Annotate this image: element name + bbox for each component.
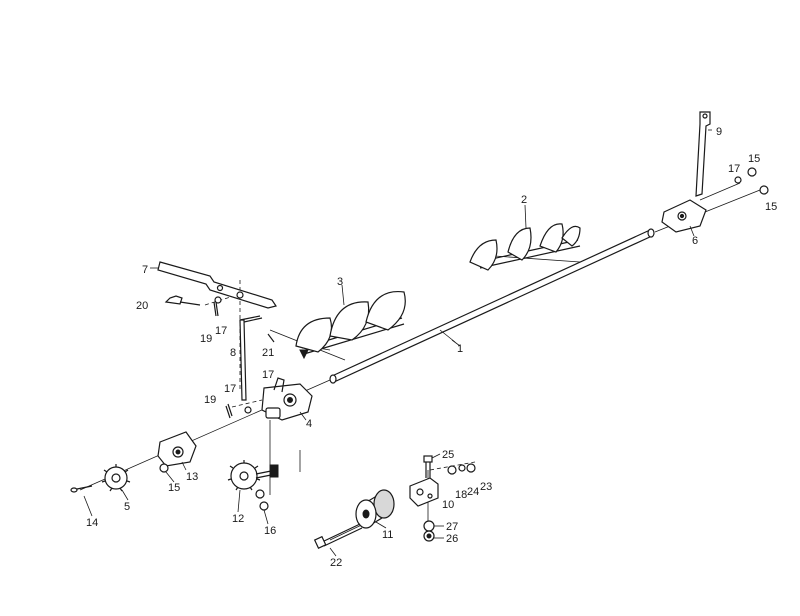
label-16: 16: [264, 525, 276, 537]
label-11: 11: [382, 529, 393, 541]
label-3: 3: [337, 276, 343, 288]
lever-upper: [157, 261, 277, 309]
label-2: 2: [521, 194, 527, 206]
label-23: 23: [480, 481, 492, 493]
rod-right: [695, 111, 711, 197]
label-17c: 17: [224, 383, 236, 395]
label-15c: 15: [168, 482, 180, 494]
label-18: 18: [455, 489, 467, 501]
leader-lines: [83, 129, 712, 557]
label-10: 10: [442, 499, 454, 511]
label-17a: 17: [728, 163, 740, 175]
label-17b: 17: [215, 325, 227, 337]
auger-center: [295, 290, 406, 360]
sprocket-left: [101, 464, 131, 492]
rod-vertical: [239, 315, 263, 401]
label-6: 6: [692, 235, 698, 247]
label-15a: 15: [748, 153, 760, 165]
bolt-vertical: [423, 455, 433, 478]
bracket-center: [261, 377, 313, 421]
main-shaft: [329, 228, 655, 384]
label-4: 4: [306, 418, 312, 430]
label-24: 24: [467, 486, 479, 498]
label-8: 8: [230, 347, 236, 359]
bolt-long: [313, 523, 363, 550]
label-9: 9: [716, 126, 722, 138]
label-17d: 17: [262, 369, 274, 381]
label-21: 21: [262, 347, 274, 359]
auger-upper: [469, 223, 581, 271]
label-25: 25: [442, 449, 454, 461]
label-5: 5: [124, 501, 130, 513]
label-15b: 15: [765, 201, 777, 213]
roller: [355, 489, 395, 529]
label-13: 13: [186, 471, 198, 483]
part-labels: 1 2 3 4 5 6 7 8 9 10 11 12 13 14 15 15 1…: [86, 126, 777, 569]
angle-bracket: [409, 477, 439, 507]
label-27: 27: [446, 521, 458, 533]
bracket-left: [157, 431, 197, 467]
hardware-small: [70, 167, 769, 542]
sprocket-center: [227, 460, 279, 491]
label-12: 12: [232, 513, 244, 525]
label-7: 7: [142, 264, 148, 276]
label-19b: 19: [204, 394, 216, 406]
label-14: 14: [86, 517, 98, 529]
label-26: 26: [446, 533, 458, 545]
label-1: 1: [457, 343, 463, 355]
label-22: 22: [330, 557, 342, 569]
label-20: 20: [136, 300, 148, 312]
bracket-right: [661, 199, 707, 233]
label-19a: 19: [200, 333, 212, 345]
